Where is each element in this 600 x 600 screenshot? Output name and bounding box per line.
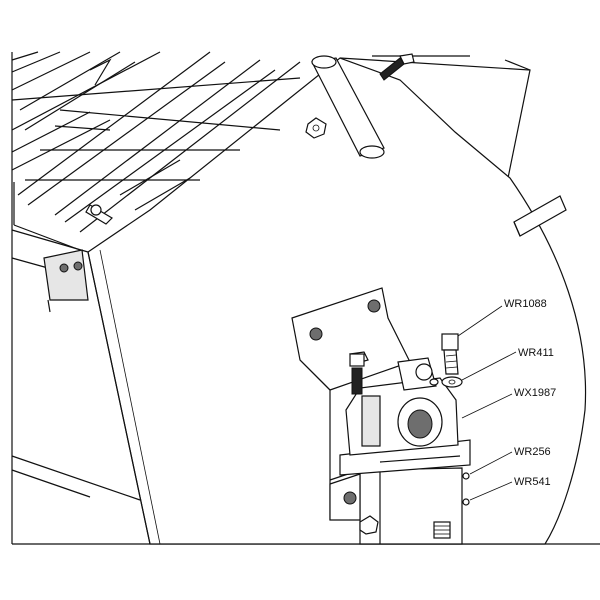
side-wall [11,229,141,501]
bottom-nut [359,515,379,535]
part-callouts: WR1088 WR411 WX1987 WR256 WR541 [504,298,556,488]
top-nut [305,117,327,139]
pillow-block-bearing [339,357,471,476]
hinge-bracket [43,249,89,313]
grease-fitting [433,521,451,539]
fastener-wr541 [462,498,470,506]
label-wr411: WR411 [518,347,554,359]
handle-block [513,195,567,237]
mounting-plate [291,287,411,520]
bolt-wr1088 [441,333,459,375]
mounting-bolt-left [349,351,369,395]
mixer-drum [87,57,587,545]
label-wr1088: WR1088 [504,298,547,310]
fastener-wr256 [462,472,470,480]
washer-wr411 [429,376,463,388]
grate-bars [11,51,301,251]
top-bolt [379,53,415,81]
leader-lines [457,305,517,501]
latch-pin [85,204,113,225]
label-wr256: WR256 [514,446,551,458]
label-wx1987: WX1987 [514,387,556,399]
label-wr541: WR541 [514,476,551,488]
pivot-tube [311,55,385,159]
